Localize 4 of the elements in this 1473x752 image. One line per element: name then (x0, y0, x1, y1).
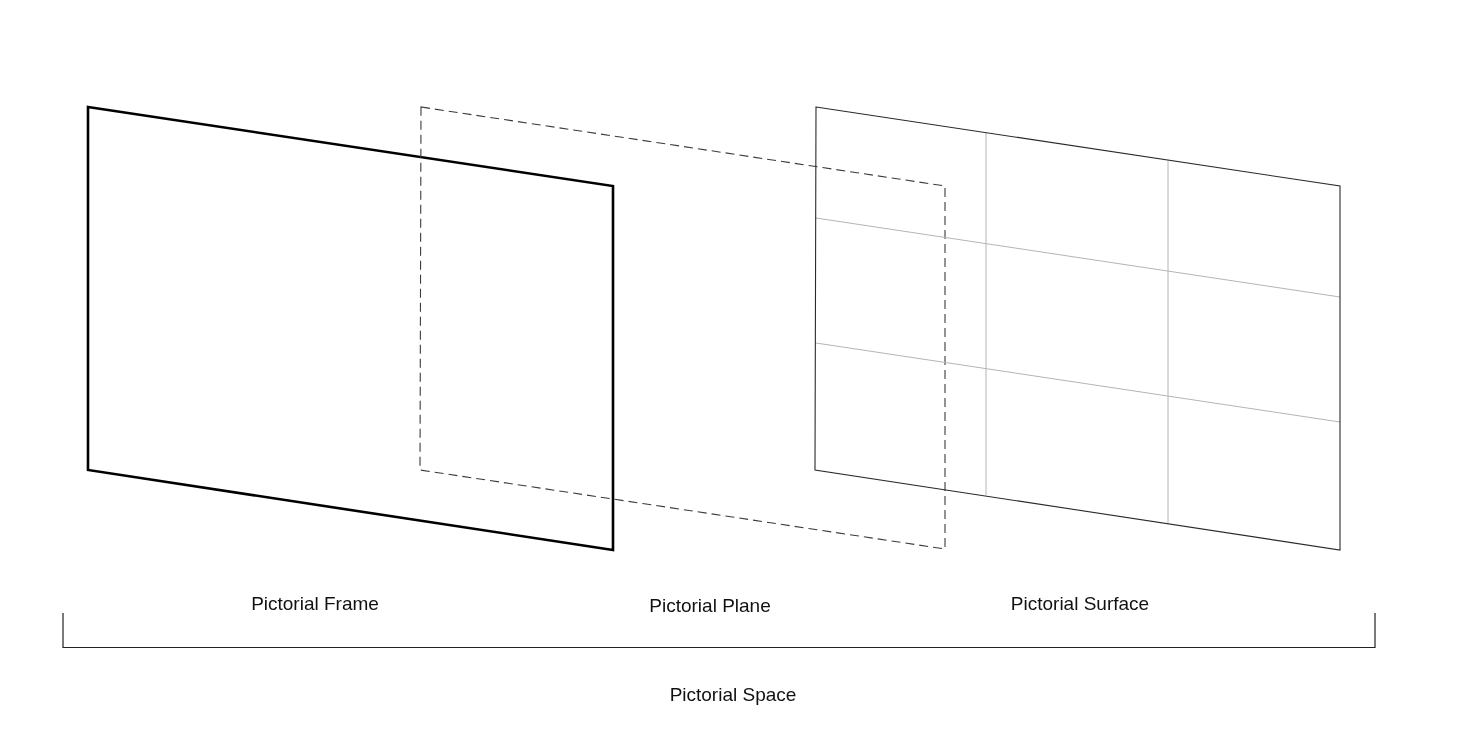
plane-caption: Pictorial Frame (251, 592, 379, 616)
plane-caption: Pictorial Plane (649, 594, 771, 618)
plane-caption: Pictorial Surface (1010, 592, 1150, 616)
bracket-caption: Pictorial Space (669, 683, 797, 707)
